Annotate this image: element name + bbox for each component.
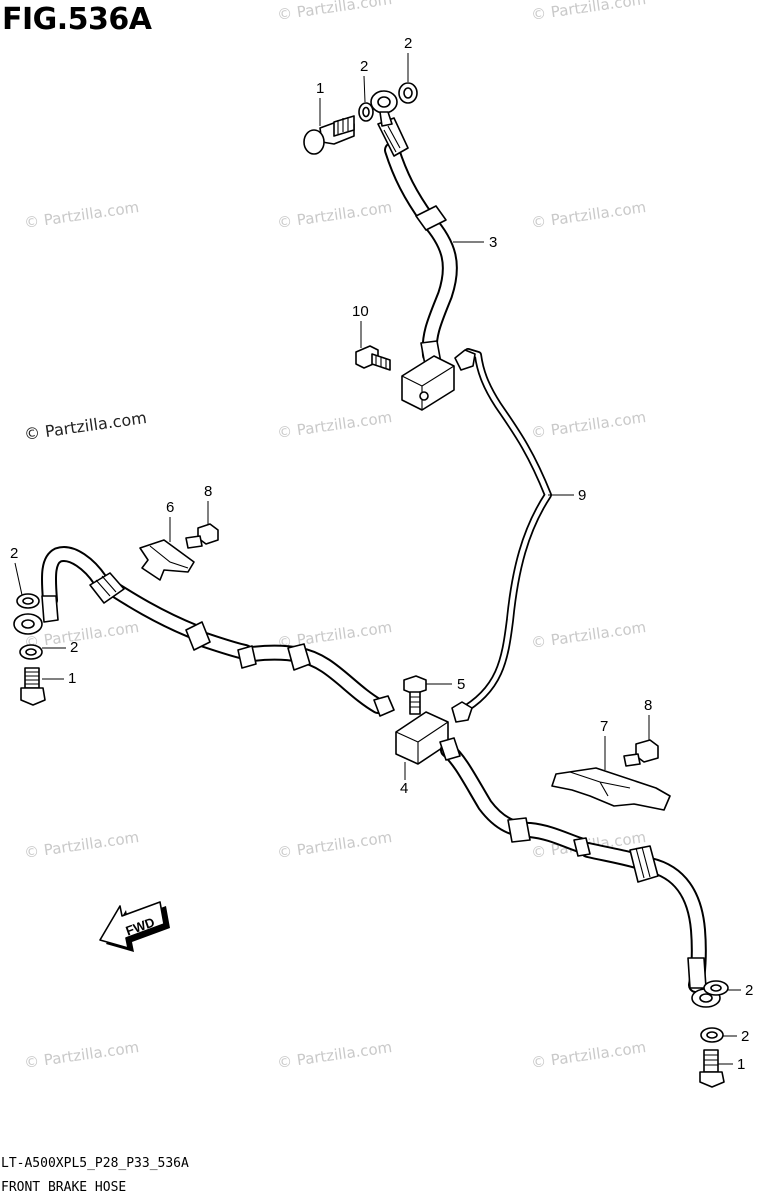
left-union-bolt [20, 667, 46, 706]
callout-label: 5 [457, 676, 465, 693]
watermark: © Partzilla.com [276, 828, 393, 862]
watermark-dark: © Partzilla.com [23, 408, 148, 444]
callout-label: 4 [400, 780, 408, 797]
joint-bolt-10 [355, 345, 391, 371]
callout-label: 8 [644, 697, 652, 714]
figure-title: FIG.536A [2, 2, 153, 37]
callout-label: 7 [600, 718, 608, 735]
callout-label: 2 [360, 58, 368, 75]
upper-gasket-a [358, 102, 374, 122]
callout-label: 1 [68, 670, 76, 687]
watermark: © Partzilla.com [276, 0, 393, 24]
right-clamp-bolt [623, 739, 659, 767]
watermark: © Partzilla.com [23, 198, 140, 232]
callout-label: 9 [578, 487, 586, 504]
right-hose-clamp [551, 767, 671, 811]
watermark: © Partzilla.com [530, 0, 647, 24]
watermark: © Partzilla.com [530, 618, 647, 652]
callout-label: 2 [404, 35, 412, 52]
watermark: © Partzilla.com [530, 1038, 647, 1072]
left-gasket-b [19, 644, 43, 660]
left-hose-clamp [139, 539, 195, 581]
callout-label: 1 [316, 80, 324, 97]
fwd-direction-arrow: FWD [99, 901, 170, 952]
left-brake-hose [13, 546, 395, 717]
callout-label: 10 [352, 303, 369, 320]
upper-gasket-b [398, 82, 418, 104]
joint-mounting-bolt [403, 675, 427, 715]
watermark: © Partzilla.com [23, 828, 140, 862]
right-union-bolt [699, 1049, 725, 1088]
brake-pipe [451, 348, 552, 723]
upper-joint-block [401, 355, 455, 411]
watermark: © Partzilla.com [276, 408, 393, 442]
callout-label: 2 [70, 639, 78, 656]
callout-layer: 1 2 2 3 10 9 6 8 2 2 1 5 4 7 8 2 2 [10, 35, 753, 1073]
model-code: LT-A500XPL5_P28_P33_536A [1, 1156, 189, 1171]
right-brake-hose [439, 737, 721, 1008]
callout-label: 8 [204, 483, 212, 500]
upper-brake-hose [370, 90, 458, 366]
left-gasket-a [16, 593, 40, 609]
upper-union-bolt [303, 115, 355, 155]
left-clamp-bolt [185, 523, 219, 549]
watermark: © Partzilla.com [530, 408, 647, 442]
right-gasket-b [700, 1027, 724, 1043]
callout-label: 2 [10, 545, 18, 562]
watermark: © Partzilla.com [276, 198, 393, 232]
watermark: © Partzilla.com [23, 1038, 140, 1072]
callout-label: 2 [745, 982, 753, 999]
callout-label: 1 [737, 1056, 745, 1073]
callout-label: 3 [489, 234, 497, 251]
callout-label: 6 [166, 499, 174, 516]
callout-label: 2 [741, 1028, 749, 1045]
right-gasket-a [703, 980, 729, 996]
watermark: © Partzilla.com [276, 1038, 393, 1072]
watermark: © Partzilla.com [530, 198, 647, 232]
brake-hose-joint [395, 711, 449, 765]
figure-caption: FRONT BRAKE HOSE [1, 1180, 126, 1195]
